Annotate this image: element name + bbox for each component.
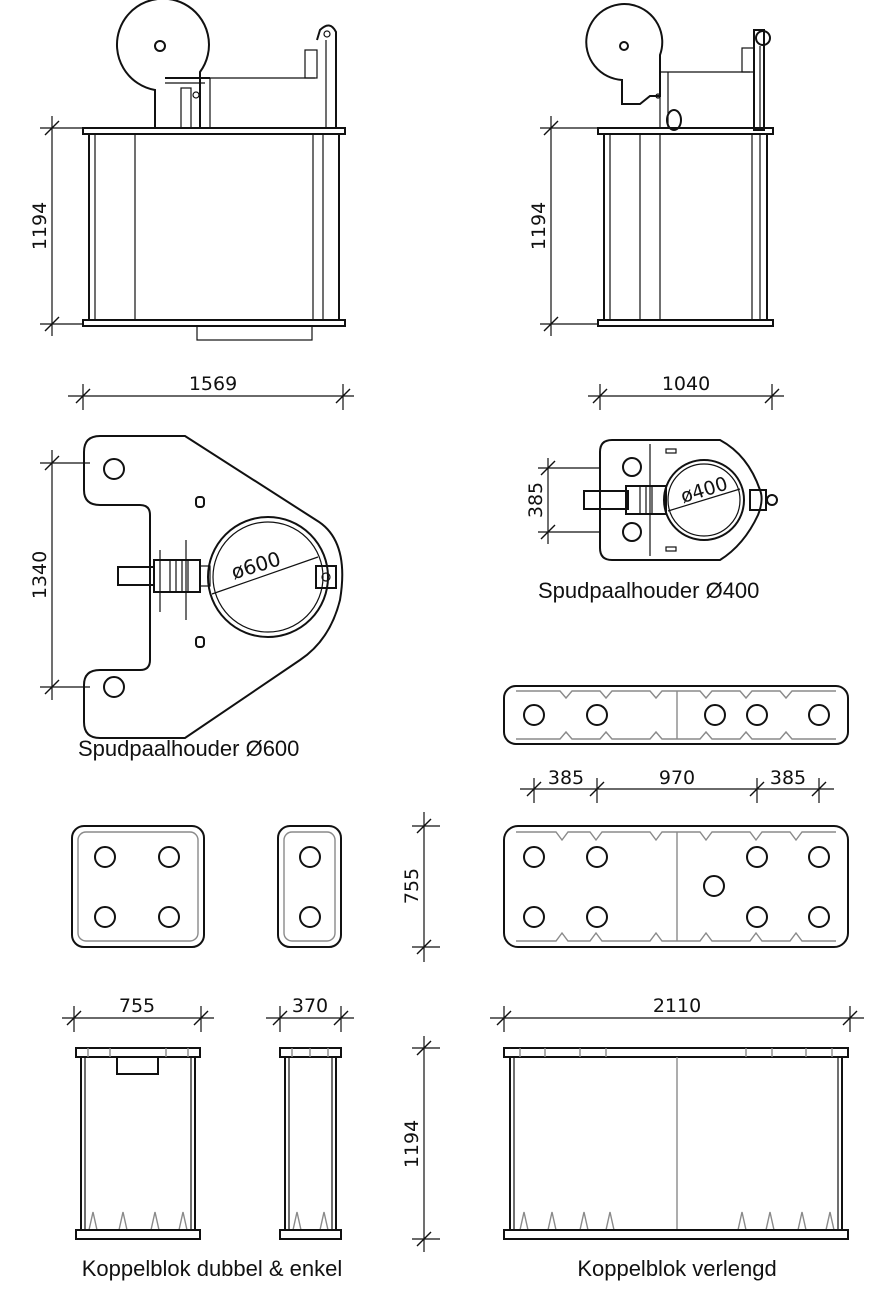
extended-block-caption: Koppelblok verlengd — [577, 1256, 776, 1281]
double-block-side-view — [75, 1047, 201, 1240]
single-block-width-label: 370 — [292, 995, 328, 1017]
block-height-label: 755 — [401, 868, 423, 904]
holder-400-plan-height-label: 385 — [525, 482, 547, 518]
holder-600-height-dimension: 1194 — [29, 116, 82, 336]
block-side-height-dimension: 1194 — [401, 1036, 440, 1252]
holder-600-width-dimension: 1569 — [68, 373, 354, 410]
holder-400-side-view — [585, 3, 774, 327]
extended-seg-left-label: 385 — [548, 767, 584, 789]
holder-600-side-view — [82, 0, 346, 341]
block-height-dimension: 755 — [401, 812, 440, 962]
holder-600-height-label: 1194 — [29, 202, 51, 250]
double-single-block-caption: Koppelblok dubbel & enkel — [82, 1256, 343, 1281]
holder-600-plan-height-dimension: 1340 — [29, 450, 90, 700]
holder-400-height-label: 1194 — [528, 202, 550, 250]
double-block-width-label: 755 — [119, 995, 155, 1017]
extended-block-width-label: 2110 — [653, 995, 701, 1017]
single-block-plan — [277, 825, 342, 948]
holder-400-caption: Spudpaalhouder Ø400 — [538, 578, 759, 603]
holder-400-plan-height-dimension: 385 — [525, 458, 600, 544]
extended-block-segment-dimensions: 385 970 385 — [520, 767, 834, 803]
holder-400-plan-view: ø400 — [583, 439, 778, 561]
holder-400-width-label: 1040 — [662, 373, 710, 395]
double-block-width-dimension: 755 — [62, 995, 214, 1032]
holder-400-width-dimension: 1040 — [588, 373, 784, 410]
holder-600-width-label: 1569 — [189, 373, 237, 395]
holder-600-caption: Spudpaalhouder Ø600 — [78, 736, 299, 761]
holder-400-height-dimension: 1194 — [528, 116, 597, 336]
extended-block-plan — [503, 825, 849, 948]
single-block-width-dimension: 370 — [266, 995, 354, 1032]
extended-block-side-view — [503, 1047, 849, 1240]
holder-600-plan-view: ø600 — [83, 435, 344, 739]
double-block-plan — [71, 825, 205, 948]
extended-seg-right-label: 385 — [770, 767, 806, 789]
extended-block-top-plan — [503, 685, 849, 745]
extended-block-width-dimension: 2110 — [490, 995, 864, 1032]
block-side-height-label: 1194 — [401, 1120, 423, 1168]
holder-600-plan-height-label: 1340 — [29, 551, 51, 599]
extended-seg-mid-label: 970 — [659, 767, 695, 789]
single-block-side-view — [279, 1047, 342, 1240]
holder-400-diameter-label: ø400 — [678, 473, 730, 508]
